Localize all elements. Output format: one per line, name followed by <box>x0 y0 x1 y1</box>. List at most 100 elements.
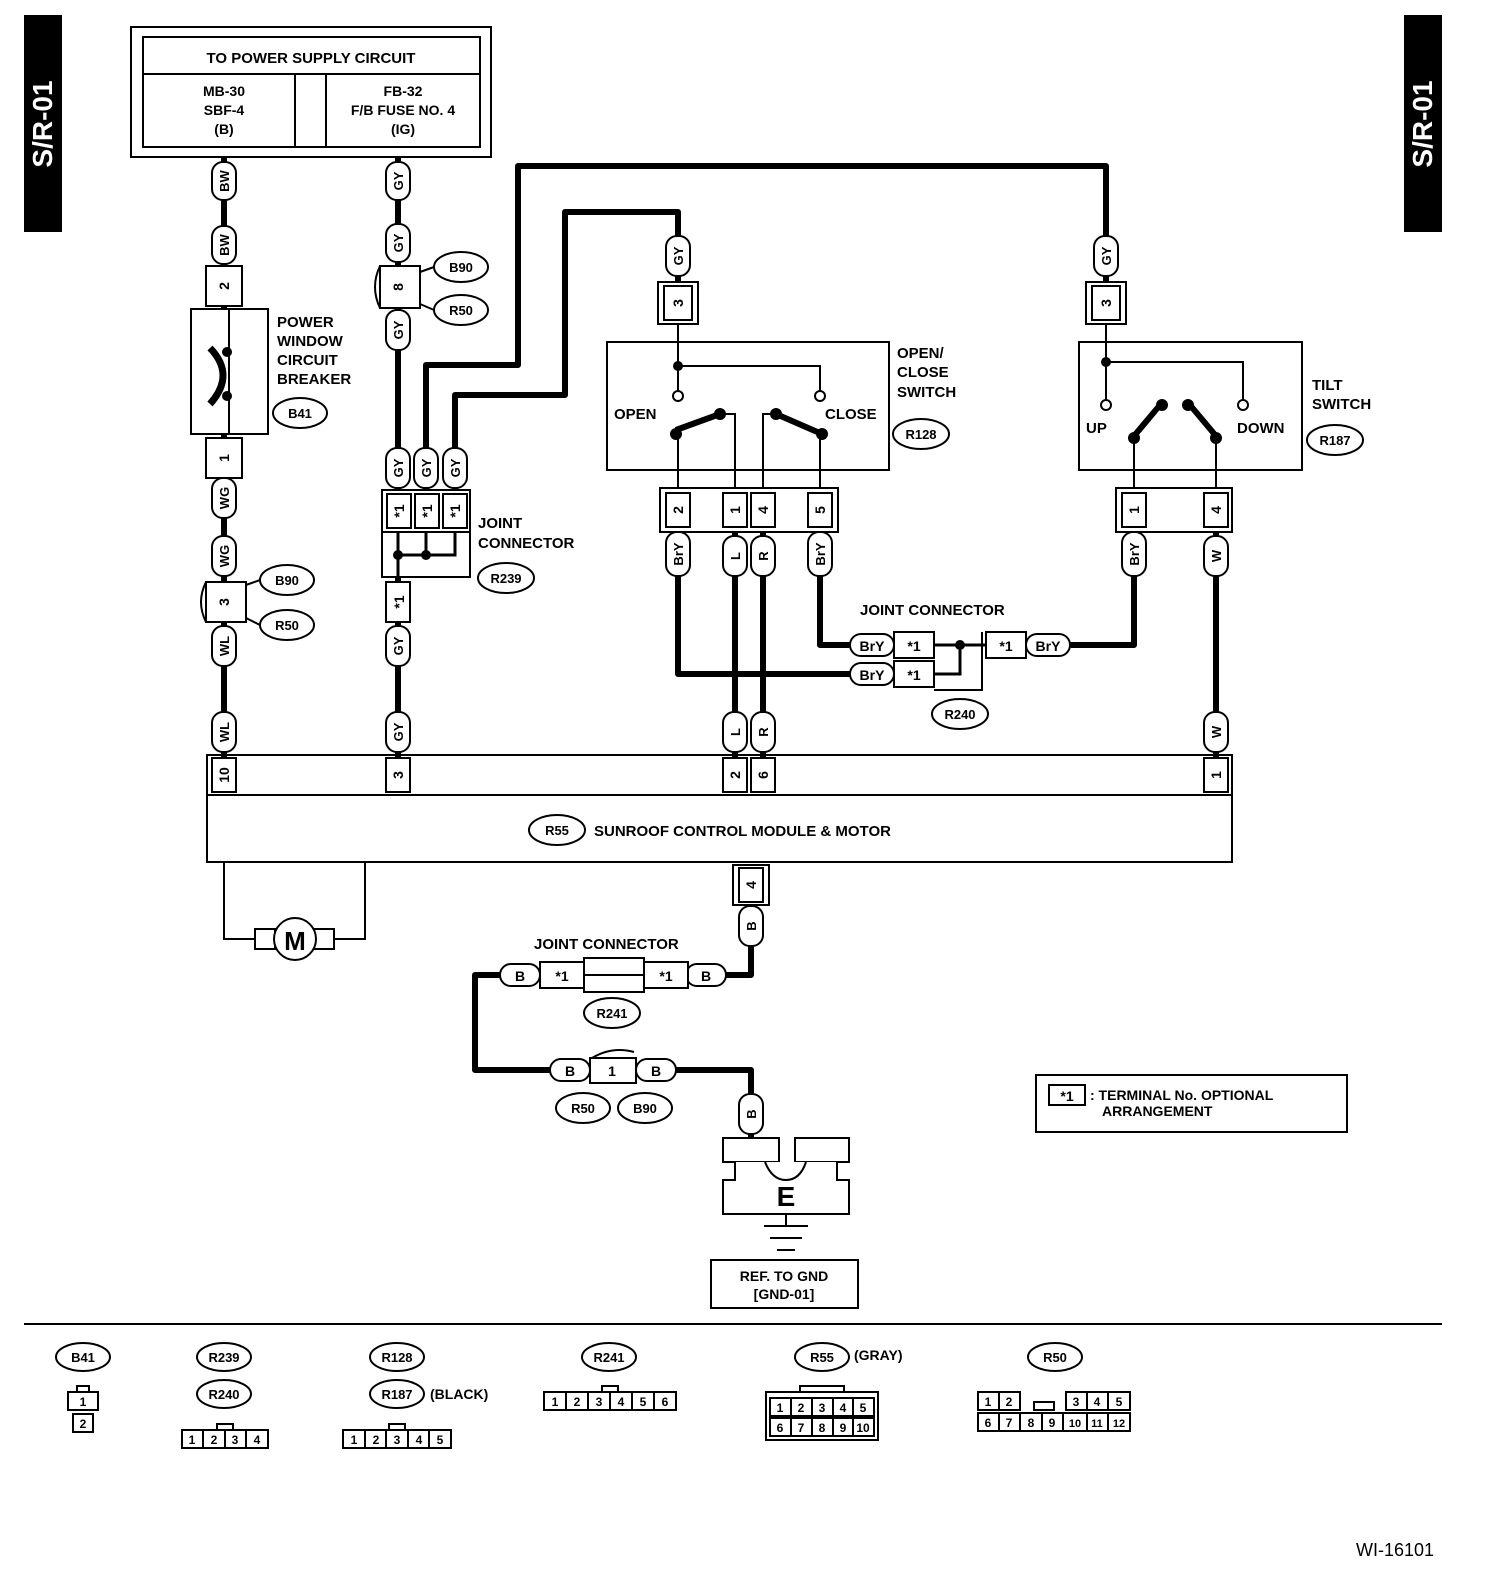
svg-text:2: 2 <box>1006 1395 1013 1409</box>
svg-text:*1: *1 <box>419 504 435 517</box>
svg-text:B90: B90 <box>449 260 473 275</box>
svg-text:POWER: POWER <box>277 314 334 331</box>
svg-text:1: 1 <box>608 1063 616 1079</box>
svg-text:10: 10 <box>1069 1418 1081 1430</box>
power-window-circuit-breaker: 2 1 POWER WINDOW CIRCUIT BREAKER B41 <box>190 265 351 479</box>
wire-label-wg-a: WG <box>211 477 237 519</box>
wire-label-wl-a: WL <box>211 625 237 667</box>
svg-text:*1: *1 <box>555 968 568 984</box>
svg-text:R239: R239 <box>208 1350 239 1365</box>
svg-text:(IG): (IG) <box>391 121 415 137</box>
svg-text:12: 12 <box>1113 1418 1125 1430</box>
svg-text:R240: R240 <box>208 1387 239 1402</box>
svg-text:CONNECTOR: CONNECTOR <box>478 535 575 552</box>
svg-text:1: 1 <box>80 1395 87 1409</box>
svg-text:SWITCH: SWITCH <box>897 384 956 401</box>
wire-label-bry-2: BrY <box>807 531 833 577</box>
svg-text:4: 4 <box>254 1433 261 1447</box>
svg-text:8: 8 <box>390 283 406 291</box>
svg-text:GY: GY <box>448 458 463 477</box>
svg-text:2: 2 <box>216 282 232 290</box>
svg-text:GY: GY <box>1099 246 1114 265</box>
svg-text:R241: R241 <box>593 1350 624 1365</box>
svg-text:11: 11 <box>1091 1418 1103 1430</box>
svg-text:B41: B41 <box>288 406 312 421</box>
svg-text:BrY: BrY <box>860 638 886 654</box>
legend-four-pin: 1 2 3 4 <box>181 1423 269 1449</box>
svg-text:6: 6 <box>985 1416 992 1430</box>
svg-text:S/R-01: S/R-01 <box>27 80 58 167</box>
wire-label-b-4: B <box>685 963 727 987</box>
svg-text:UP: UP <box>1086 420 1107 437</box>
svg-text:8: 8 <box>1028 1416 1035 1430</box>
svg-text:1: 1 <box>1126 506 1142 514</box>
svg-text:6: 6 <box>777 1421 784 1435</box>
svg-text:4: 4 <box>1208 506 1224 514</box>
svg-text:R55: R55 <box>810 1350 834 1365</box>
svg-text:3: 3 <box>390 771 406 779</box>
svg-text:4: 4 <box>618 1395 625 1409</box>
svg-text:6: 6 <box>755 771 771 779</box>
svg-text:B: B <box>651 1063 661 1079</box>
svg-text:10: 10 <box>856 1421 870 1435</box>
svg-text:B: B <box>565 1063 575 1079</box>
legend-five-pin: 1 2 3 4 5 <box>342 1423 452 1449</box>
svg-text:REF. TO GND: REF. TO GND <box>740 1268 828 1284</box>
svg-text:GY: GY <box>391 320 406 339</box>
svg-text:JOINT CONNECTOR: JOINT CONNECTOR <box>860 602 1005 619</box>
svg-text:WINDOW: WINDOW <box>277 333 344 350</box>
svg-text:(GRAY): (GRAY) <box>854 1347 903 1363</box>
svg-text:*1: *1 <box>999 638 1012 654</box>
svg-text:L: L <box>728 728 743 736</box>
svg-text:GY: GY <box>391 636 406 655</box>
wire-label-l-1: L <box>722 535 748 577</box>
wire-label-gy-8: GY <box>385 711 411 753</box>
wire-label-gy-9: GY <box>665 235 691 277</box>
svg-text:2: 2 <box>373 1433 380 1447</box>
svg-text:WL: WL <box>217 636 232 656</box>
svg-text:W: W <box>1209 725 1224 738</box>
svg-text:3: 3 <box>216 598 232 606</box>
connector-legend: B41 1 2 R239 R240 1 2 3 4 R128 R187 (BLA… <box>55 1342 1131 1449</box>
wire-label-gy-2: GY <box>385 223 411 263</box>
svg-text:*1: *1 <box>659 968 672 984</box>
side-tab-right: S/R-01 <box>1404 15 1442 232</box>
svg-text:7: 7 <box>798 1421 805 1435</box>
svg-text:WG: WG <box>217 545 232 567</box>
wire-label-r-2: R <box>750 711 776 753</box>
svg-text:1: 1 <box>1208 771 1224 779</box>
svg-text:CLOSE: CLOSE <box>825 406 877 423</box>
svg-text:OPEN: OPEN <box>614 406 657 423</box>
svg-text:GY: GY <box>671 246 686 265</box>
svg-text:6: 6 <box>662 1395 669 1409</box>
connector-r50-b90-ground: 1 R50 B90 <box>555 1049 673 1124</box>
svg-text:5: 5 <box>437 1433 444 1447</box>
svg-text:4: 4 <box>840 1401 847 1415</box>
power-box-title: TO POWER SUPPLY CIRCUIT <box>207 50 416 67</box>
svg-text:B90: B90 <box>633 1101 657 1116</box>
svg-text:B41: B41 <box>71 1350 95 1365</box>
svg-text:BrY: BrY <box>860 667 886 683</box>
svg-text:CIRCUIT: CIRCUIT <box>277 352 338 369</box>
svg-text:1: 1 <box>216 454 232 462</box>
svg-text:4: 4 <box>755 506 771 514</box>
svg-text:4: 4 <box>1094 1395 1101 1409</box>
svg-text:L: L <box>728 552 743 560</box>
wire-label-gy-3: GY <box>385 309 411 351</box>
svg-text:SWITCH: SWITCH <box>1312 396 1371 413</box>
note-box: *1 : TERMINAL No. OPTIONAL ARRANGEMENT <box>1035 1074 1348 1133</box>
svg-text:B: B <box>744 921 759 930</box>
svg-text:ARRANGEMENT: ARRANGEMENT <box>1102 1103 1213 1119</box>
wire-label-b-1: B <box>738 905 764 947</box>
svg-text:R187: R187 <box>381 1387 412 1402</box>
svg-text:8: 8 <box>819 1421 826 1435</box>
wire-label-gy-7: GY <box>385 625 411 667</box>
wire-label-gy-6: GY <box>442 447 468 489</box>
svg-text:BrY: BrY <box>1036 638 1062 654</box>
svg-text:R50: R50 <box>275 618 299 633</box>
svg-text:(BLACK): (BLACK) <box>430 1386 488 1402</box>
module-label: SUNROOF CONTROL MODULE & MOTOR <box>594 823 891 840</box>
svg-text:B: B <box>515 968 525 984</box>
legend-r55-pins: 1 2 3 4 5 6 7 8 9 10 <box>765 1385 879 1441</box>
svg-text:BW: BW <box>217 169 232 191</box>
